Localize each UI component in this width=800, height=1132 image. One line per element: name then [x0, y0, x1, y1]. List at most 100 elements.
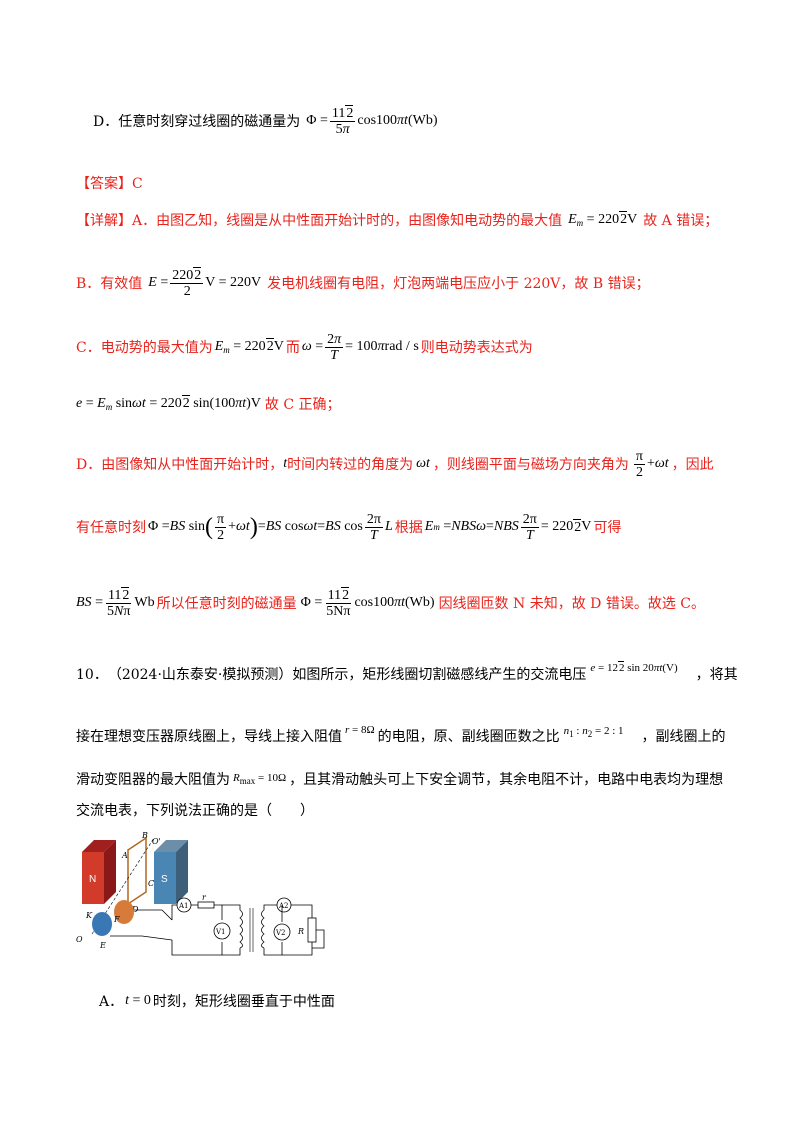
- explain-d-wt: ωt: [416, 456, 430, 471]
- ammeter-a1-label: A1: [178, 902, 189, 910]
- voltmeter-v2: [273, 923, 291, 941]
- label-e: E: [99, 941, 106, 950]
- rheostat-slider: [312, 929, 325, 949]
- label-o: O: [76, 935, 83, 944]
- explain-d-text3: ，则线圈平面与磁场方向夹角为: [432, 457, 629, 473]
- explain-d-text4: ，因此: [671, 457, 714, 473]
- resistor-r: [197, 901, 215, 909]
- magnet-n: [82, 852, 104, 904]
- voltmeter-v1: [213, 922, 231, 940]
- magnet-s-side: [176, 840, 188, 904]
- primary-wire-bottom: [171, 940, 241, 956]
- explain-c-tail: 则电动势表达式为: [420, 340, 533, 356]
- explain-d-t: t: [283, 456, 288, 471]
- q10-num: 10．: [76, 667, 108, 683]
- q10-text8: 交流电表，下列说法正确的是（ ）: [76, 803, 314, 819]
- q10-formula1: e = 122 sin 20πt(V): [590, 661, 678, 674]
- ammeter-a2: [276, 897, 292, 913]
- q10-formula3: n1 : n2 = 2 : 1: [563, 725, 624, 739]
- answer-value: C: [132, 176, 143, 192]
- q10-formula4: Rmax = 10Ω: [233, 772, 287, 786]
- ammeter-a1: [176, 897, 192, 913]
- coil-loop: [127, 836, 147, 906]
- explain-d2-text2: 根据: [394, 520, 423, 536]
- magnet-s-label: S: [161, 874, 168, 885]
- answer-tag: 【答案】: [76, 176, 132, 192]
- rheostat-r: [307, 917, 317, 943]
- explain-d2-text3: 可得: [593, 520, 622, 536]
- explain-a-text: A．由图乙知，线圈是从中性面开始计时的，由图像知电动势的最大值: [132, 213, 563, 229]
- q10-formula2: r = 8Ω: [345, 724, 375, 736]
- label-a: A: [121, 851, 128, 860]
- explain-d-text2: 时间内转过的角度为: [287, 457, 414, 473]
- explain-a-tail: 故 A 错误；: [643, 213, 719, 229]
- answer-line: 【答案】C: [76, 173, 143, 193]
- resistor-r-label: r: [202, 893, 207, 902]
- explain-tag: 【详解】: [76, 213, 132, 229]
- explain-d2-text1: 有任意时刻: [76, 520, 146, 536]
- magnet-s: [154, 852, 176, 904]
- q10-text4: 的电阻，原、副线圈匝数之比: [377, 729, 560, 745]
- label-b: B: [141, 831, 148, 840]
- explain-c-mid: 而: [285, 340, 300, 356]
- explain-c-line2: e = Em sinωt = 2202 sin(100πt)V 故 C 正确；: [76, 390, 341, 418]
- q10-source: （2024·山东泰安·模拟预测）: [107, 667, 293, 683]
- explain-c-formula1: Em = 2202V: [214, 338, 284, 355]
- explain-d-text1: D．由图像知从中性面开始计时，: [76, 457, 284, 473]
- explain-a-formula: Em = 2202V: [568, 211, 638, 228]
- voltmeter-v2-label: V2: [275, 929, 286, 937]
- explain-d3-text1: 所以任意时刻的磁通量: [156, 596, 297, 612]
- q10-text3: 接在理想变压器原线圈上，导线上接入阻值: [76, 729, 342, 745]
- voltmeter-v1-label: V1: [215, 928, 226, 936]
- q10-line4: 交流电表，下列说法正确的是（ ）: [76, 800, 314, 820]
- explain-b-text: B．有效值: [76, 276, 143, 292]
- option-d-label: D．任意时刻穿过线圈的磁通量为: [93, 114, 301, 130]
- rheostat-r-label: R: [297, 927, 304, 936]
- wire-top: [134, 909, 173, 921]
- q10-text6: 滑动变阻器的最大阻值为: [76, 772, 230, 788]
- axis-line: [91, 837, 155, 935]
- option-a-formula: t = 0: [125, 993, 151, 1008]
- explain-b-tail: 发电机线圈有电阻，灯泡两端电压应小于 220V，故 B 错误；: [267, 276, 650, 292]
- q10-text2: ，将其: [695, 667, 738, 683]
- magnet-s-top: [154, 840, 188, 852]
- option-a-text: 时刻，矩形线圈垂直于中性面: [152, 994, 335, 1010]
- label-c: C: [148, 879, 154, 888]
- label-f: F: [113, 915, 120, 924]
- explain-c-line2-tail: 故 C 正确；: [264, 397, 341, 413]
- explain-c-line2-formula: e = Em sinωt = 2202 sin(100πt)V: [76, 395, 261, 412]
- explain-d: D．由图像知从中性面开始计时， t 时间内转过的角度为 ωt ，则线圈平面与磁场…: [76, 442, 714, 486]
- explain-c-text: C．电动势的最大值为: [76, 340, 213, 356]
- magnet-n-top: [82, 840, 116, 852]
- slip-ring-outer: [114, 900, 134, 924]
- secondary-coil: [261, 909, 265, 949]
- primary-coil: [239, 909, 243, 949]
- option-a: A． t = 0 时刻，矩形线圈垂直于中性面: [99, 988, 335, 1014]
- q10-text7: ，且其滑动触头可上下安全调节，其余电阻不计，电路中电表均为理想: [289, 772, 724, 788]
- explain-a: 【详解】 A．由图乙知，线圈是从中性面开始计时的，由图像知电动势的最大值 Em …: [76, 206, 718, 234]
- ammeter-a2-label: A2: [278, 902, 289, 910]
- magnet-n-side: [104, 840, 116, 904]
- q10-line1: 10． （2024·山东泰安·模拟预测） 如图所示，矩形线圈切割磁感线产生的交流…: [76, 660, 738, 688]
- label-k: K: [85, 911, 93, 920]
- secondary-wire-bottom: [263, 942, 313, 956]
- q10-line3: 滑动变阻器的最大阻值为 Rmax = 10Ω ，且其滑动触头可上下安全调节，其余…: [76, 765, 723, 793]
- explain-d3-text2: 因线圈匝数 N 未知，故 D 错误。故选 C。: [438, 596, 705, 612]
- magnet-n-label: N: [89, 874, 96, 885]
- q10-text5: ，副线圈上的: [641, 729, 726, 745]
- slip-ring-inner: [92, 912, 112, 936]
- option-a-label: A．: [99, 994, 124, 1010]
- q10-line2: 接在理想变压器原线圈上，导线上接入阻值 r = 8Ω 的电阻，原、副线圈匝数之比…: [76, 722, 726, 750]
